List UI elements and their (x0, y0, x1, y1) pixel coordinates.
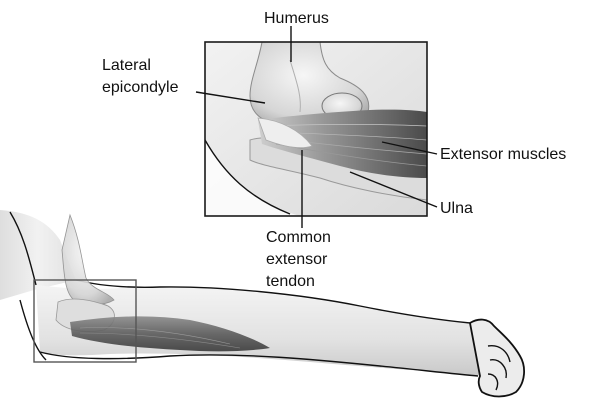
label-common-extensor-tendon-line3: tendon (266, 273, 315, 290)
label-lateral-epicondyle-line1: Lateral (102, 57, 151, 74)
label-ulna: Ulna (440, 200, 473, 217)
label-common-extensor-tendon-line1: Common (266, 229, 331, 246)
label-humerus: Humerus (264, 10, 329, 27)
arm-illustration (0, 210, 524, 397)
label-lateral-epicondyle-line2: epicondyle (102, 79, 179, 96)
label-common-extensor-tendon-line2: extensor (266, 251, 328, 268)
label-extensor-muscles: Extensor muscles (440, 146, 566, 163)
